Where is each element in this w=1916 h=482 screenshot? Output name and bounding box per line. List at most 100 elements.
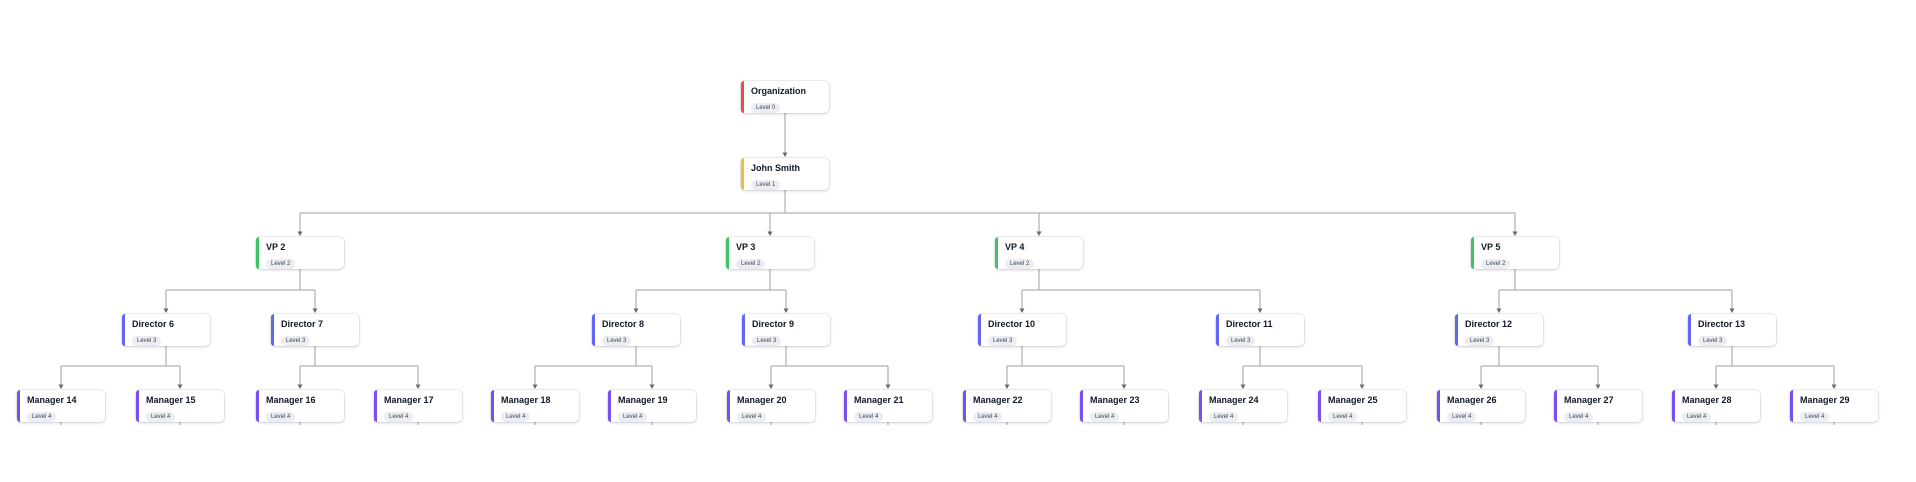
node-level-badge: Level 3 — [132, 336, 162, 346]
org-node-director-12[interactable]: Director 12 Level 3 — [1455, 314, 1543, 346]
level-accent-bar — [741, 158, 744, 190]
node-level-badge: Level 4 — [266, 412, 296, 422]
arrowhead-down-icon — [1713, 384, 1719, 389]
node-title: Director 8 — [602, 319, 645, 329]
org-node-director-8[interactable]: Director 8 Level 3 — [592, 314, 680, 346]
level-accent-bar — [256, 390, 259, 422]
org-node-manager-23[interactable]: Manager 23 Level 4 — [1080, 390, 1168, 422]
org-node-vp-5[interactable]: VP 5 Level 2 — [1471, 237, 1559, 269]
arrowhead-down-icon — [885, 384, 891, 389]
node-level-badge: Level 3 — [1465, 336, 1495, 346]
level-accent-bar — [1471, 237, 1474, 269]
org-node-manager-14[interactable]: Manager 14 Level 4 — [17, 390, 105, 422]
node-level-badge: Level 4 — [1447, 412, 1477, 422]
arrowhead-down-icon — [649, 384, 655, 389]
node-title: VP 4 — [1005, 242, 1025, 252]
org-node-director-11[interactable]: Director 11 Level 3 — [1216, 314, 1304, 346]
level-accent-bar — [1672, 390, 1675, 422]
arrowhead-down-icon — [768, 384, 774, 389]
node-title: Manager 25 — [1328, 395, 1378, 405]
arrowhead-down-icon — [297, 231, 303, 236]
node-title: Director 7 — [281, 319, 324, 329]
node-level-badge: Level 2 — [1481, 259, 1511, 269]
node-level-badge: Level 3 — [1226, 336, 1256, 346]
arrowhead-down-icon — [1121, 384, 1127, 389]
node-level-badge: Level 2 — [1005, 259, 1035, 269]
node-title: Manager 21 — [854, 395, 904, 405]
org-node-director-7[interactable]: Director 7 Level 3 — [271, 314, 359, 346]
level-accent-bar — [742, 314, 745, 346]
node-title: Director 12 — [1465, 319, 1513, 329]
node-title: VP 3 — [736, 242, 756, 252]
node-level-badge: Level 4 — [27, 412, 57, 422]
node-level-badge: Level 4 — [1090, 412, 1120, 422]
node-level-badge: Level 3 — [281, 336, 311, 346]
level-accent-bar — [1437, 390, 1440, 422]
node-level-badge: Level 4 — [1209, 412, 1239, 422]
level-accent-bar — [995, 237, 998, 269]
node-title: Manager 16 — [266, 395, 316, 405]
org-node-manager-16[interactable]: Manager 16 Level 4 — [256, 390, 344, 422]
node-title: Director 11 — [1226, 319, 1273, 329]
level-accent-bar — [1790, 390, 1793, 422]
org-node-vp-4[interactable]: VP 4 Level 2 — [995, 237, 1083, 269]
level-accent-bar — [844, 390, 847, 422]
arrowhead-down-icon — [1729, 308, 1735, 313]
level-accent-bar — [1688, 314, 1691, 346]
node-title: VP 2 — [266, 242, 286, 252]
node-title: Director 13 — [1698, 319, 1746, 329]
node-title: Manager 20 — [737, 395, 787, 405]
node-title: Director 6 — [132, 319, 175, 329]
arrowhead-down-icon — [1004, 384, 1010, 389]
arrowhead-down-icon — [1478, 384, 1484, 389]
node-level-badge: Level 3 — [988, 336, 1018, 346]
arrowhead-down-icon — [1512, 231, 1518, 236]
node-level-badge: Level 3 — [752, 336, 782, 346]
level-accent-bar — [1080, 390, 1083, 422]
level-accent-bar — [374, 390, 377, 422]
arrowhead-down-icon — [1359, 384, 1365, 389]
node-level-badge: Level 1 — [751, 180, 781, 190]
node-level-badge: Level 3 — [602, 336, 632, 346]
node-title: Director 9 — [752, 319, 795, 329]
level-accent-bar — [1318, 390, 1321, 422]
node-level-badge: Level 4 — [1800, 412, 1830, 422]
level-accent-bar — [741, 81, 744, 113]
arrowhead-down-icon — [1831, 384, 1837, 389]
arrowhead-down-icon — [163, 308, 169, 313]
node-level-badge: Level 4 — [618, 412, 648, 422]
node-level-badge: Level 4 — [384, 412, 414, 422]
org-node-director-6[interactable]: Director 6 Level 3 — [122, 314, 210, 346]
node-title: Manager 22 — [973, 395, 1023, 405]
level-accent-bar — [1455, 314, 1458, 346]
node-title: VP 5 — [1481, 242, 1501, 252]
node-title: Manager 15 — [146, 395, 196, 405]
arrowhead-down-icon — [1240, 384, 1246, 389]
arrowhead-down-icon — [297, 384, 303, 389]
node-title: Manager 14 — [27, 395, 77, 405]
level-accent-bar — [978, 314, 981, 346]
level-accent-bar — [271, 314, 274, 346]
org-node-director-9[interactable]: Director 9 Level 3 — [742, 314, 830, 346]
node-title: Manager 23 — [1090, 395, 1140, 405]
